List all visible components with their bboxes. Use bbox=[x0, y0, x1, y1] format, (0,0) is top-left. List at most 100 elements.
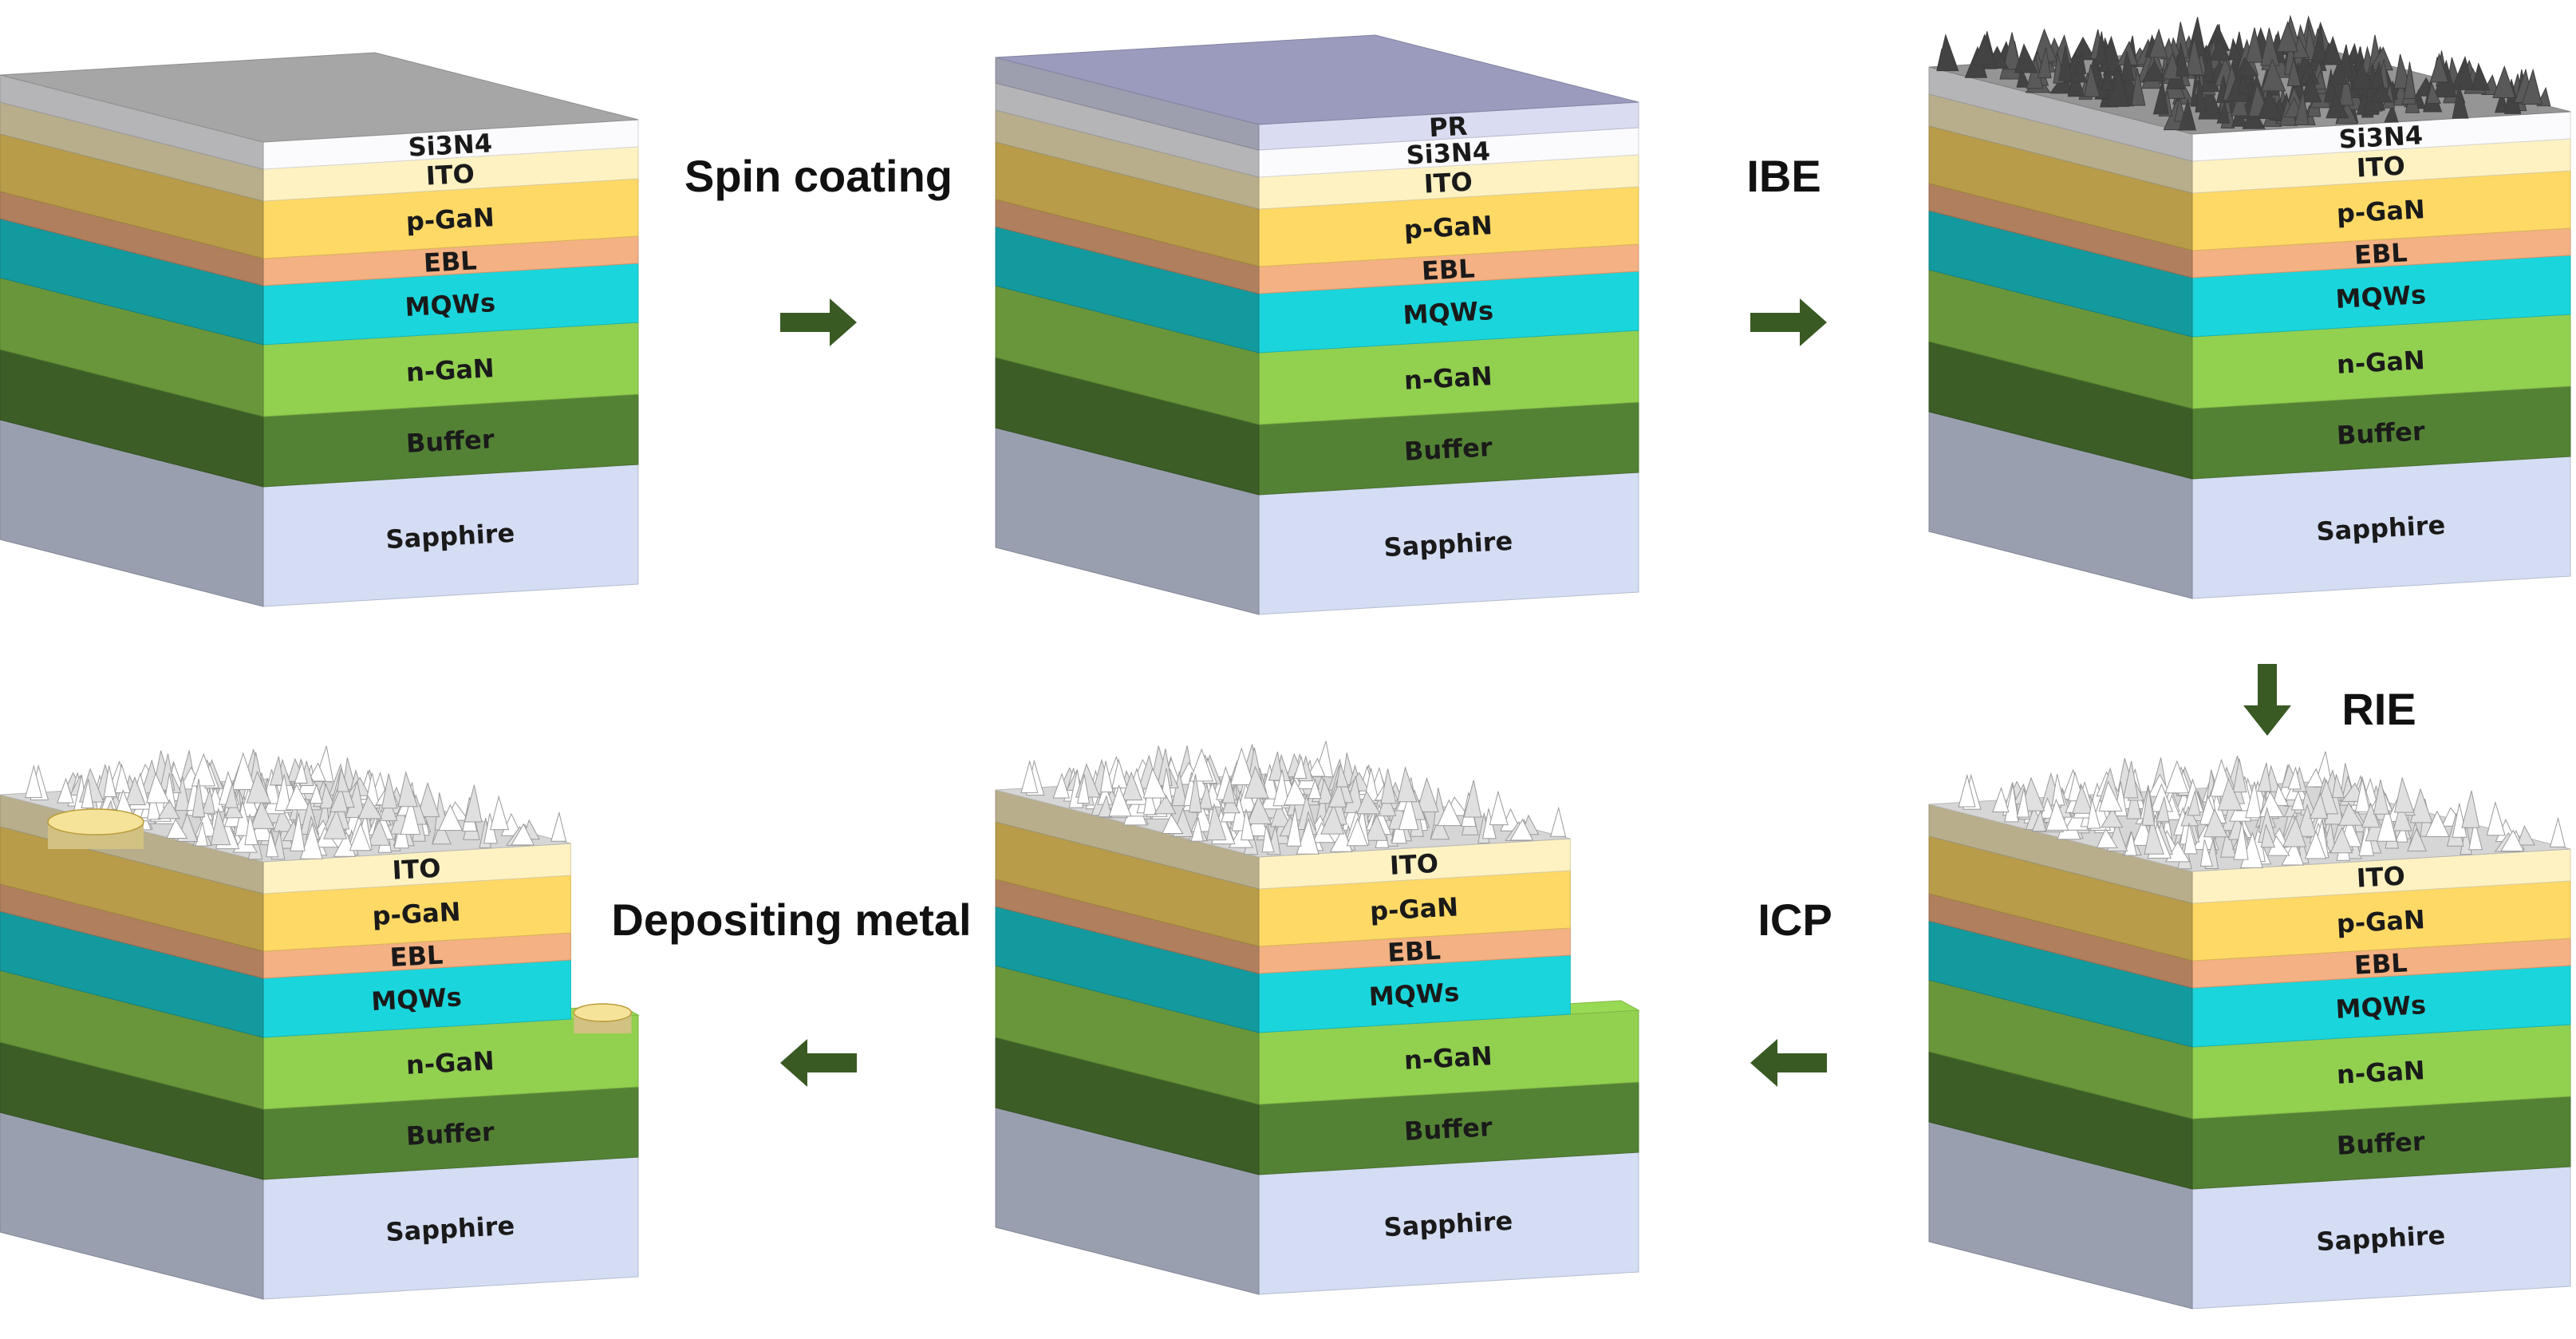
nano-pillar bbox=[2144, 816, 2164, 855]
nano-pillar bbox=[2031, 809, 2047, 832]
nano-pillar bbox=[2037, 47, 2052, 79]
nano-pillar bbox=[1430, 816, 1450, 840]
nano-pillar bbox=[290, 812, 306, 851]
nano-pillar bbox=[2393, 776, 2415, 813]
nano-pillar bbox=[1247, 795, 1272, 824]
nano-pillar bbox=[1283, 779, 1309, 806]
nano-pillar bbox=[201, 788, 215, 814]
step-label-ibe: IBE bbox=[1746, 151, 1821, 201]
arrow-icp bbox=[1750, 1039, 1827, 1087]
nano-pillar bbox=[2409, 788, 2433, 824]
nano-pillar bbox=[2233, 821, 2249, 860]
layer-n-gan: n-GaN bbox=[0, 277, 639, 417]
nano-pillar bbox=[1377, 791, 1397, 816]
nano-pillar bbox=[103, 765, 117, 797]
nano-pillar bbox=[2124, 831, 2137, 856]
nano-pillar bbox=[1356, 790, 1382, 815]
layer-n-gan: n-GaN bbox=[1928, 979, 2571, 1120]
nano-pillar bbox=[1346, 817, 1368, 847]
nano-pillar bbox=[2492, 65, 2516, 99]
nano-pillar bbox=[2203, 808, 2228, 838]
nano-pillar bbox=[319, 782, 336, 809]
nano-pillar bbox=[1190, 817, 1204, 842]
nano-pillar bbox=[2311, 25, 2326, 61]
nano-pillar bbox=[2245, 781, 2262, 819]
layer-ito: ITO bbox=[1928, 93, 2571, 194]
nano-pillar bbox=[357, 795, 383, 820]
nano-pillar bbox=[210, 807, 231, 846]
nano-pillar bbox=[269, 756, 284, 786]
nano-pillar bbox=[2235, 57, 2258, 77]
nano-pillar bbox=[2329, 59, 2349, 85]
layer-side-face bbox=[0, 910, 264, 1038]
nano-pillar bbox=[2237, 73, 2251, 94]
layer-buffer: Buffer bbox=[1928, 341, 2571, 480]
layer-buffer: Buffer bbox=[995, 1037, 1639, 1175]
layer-label-buffer: Buffer bbox=[1403, 1112, 1493, 1147]
nano-pillar bbox=[146, 772, 170, 804]
layer-ito: ITO bbox=[995, 109, 1639, 210]
layer-label-sapphire: Sapphire bbox=[2316, 1220, 2446, 1257]
nano-pillar bbox=[2306, 768, 2325, 788]
layer-side-face bbox=[0, 1112, 264, 1300]
nano-pillar bbox=[2219, 827, 2237, 858]
layer-ebl: EBL bbox=[1928, 183, 2571, 278]
nano-pillar bbox=[2338, 802, 2364, 826]
nano-pillar bbox=[2126, 784, 2142, 820]
nano-pillar bbox=[1100, 760, 1114, 792]
nano-pillar bbox=[2451, 55, 2475, 91]
left-arrow-icon bbox=[1750, 1039, 1827, 1087]
nano-pillar bbox=[2393, 53, 2412, 89]
layer-label-si3n4: Si3N4 bbox=[2338, 120, 2424, 154]
nano-pillar bbox=[2426, 81, 2441, 105]
nano-pillar bbox=[1364, 814, 1388, 841]
down-arrow-icon bbox=[2243, 664, 2291, 736]
nano-pillar bbox=[2424, 810, 2450, 837]
layer-label-ito: ITO bbox=[392, 853, 442, 886]
layer-label-p-gan: p-GaN bbox=[1369, 891, 1459, 926]
nano-pillar bbox=[2468, 820, 2483, 851]
nano-pillar bbox=[294, 760, 308, 784]
nano-pillar bbox=[1221, 776, 1236, 804]
top-surface bbox=[0, 52, 639, 143]
nano-pillar bbox=[2152, 79, 2169, 115]
nano-pillar bbox=[1296, 817, 1320, 855]
nano-pillar bbox=[2461, 790, 2480, 828]
nano-pillar bbox=[2322, 35, 2343, 65]
layer-buffer: Buffer bbox=[0, 349, 639, 488]
layer-label-ebl: EBL bbox=[1387, 935, 1442, 968]
nano-pillar bbox=[2095, 31, 2108, 65]
nano-pillar bbox=[2452, 85, 2469, 119]
nano-pillar bbox=[1143, 784, 1158, 816]
nano-pillar bbox=[81, 779, 94, 809]
top-face bbox=[995, 34, 1639, 125]
nano-pillar bbox=[2296, 803, 2318, 837]
nano-pillar bbox=[285, 784, 311, 811]
layer-label-n-gan: n-GaN bbox=[1403, 1041, 1493, 1076]
nano-pillar bbox=[1398, 792, 1419, 831]
layer-n-gan: n-GaN bbox=[995, 285, 1639, 425]
nano-pillar bbox=[2516, 824, 2536, 846]
top-surface bbox=[0, 745, 571, 863]
nano-pillar bbox=[2290, 789, 2305, 811]
nano-pillar bbox=[1308, 778, 1322, 800]
layer-label-mqws: MQWs bbox=[2335, 989, 2427, 1025]
nano-pillar bbox=[2324, 69, 2337, 103]
nano-pillar bbox=[2178, 97, 2196, 131]
layer-sapphire: Sapphire bbox=[995, 427, 1639, 615]
nano-pillar bbox=[2209, 37, 2231, 61]
nano-pillar bbox=[2072, 784, 2093, 814]
nano-pillar bbox=[1270, 802, 1292, 827]
nano-pillar bbox=[157, 799, 180, 820]
layer-label-mqws: MQWs bbox=[1368, 977, 1460, 1012]
nano-pillar bbox=[1142, 767, 1167, 799]
right-arrow-icon bbox=[780, 298, 857, 346]
nano-pillar bbox=[1397, 765, 1418, 803]
layer-si3n4: Si3N4 bbox=[995, 82, 1639, 178]
left-arrow-icon bbox=[780, 1039, 857, 1087]
nano-pillar bbox=[2230, 88, 2248, 117]
nano-pillar bbox=[224, 781, 239, 808]
nano-pillar bbox=[299, 822, 323, 859]
